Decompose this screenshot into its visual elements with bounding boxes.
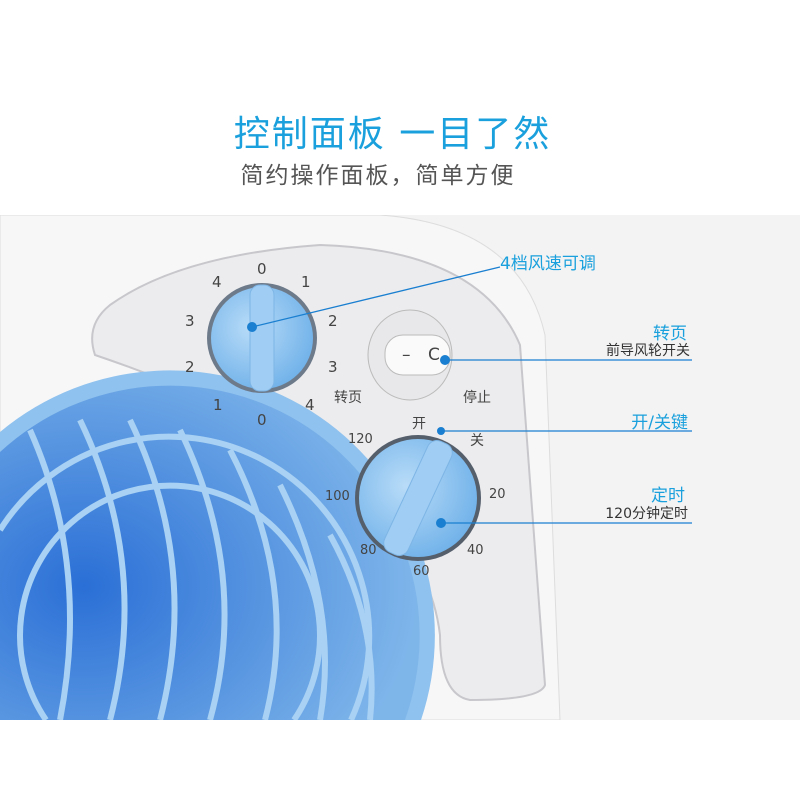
callout-speed: 4档风速可调: [500, 254, 596, 274]
speed-tick: 2: [328, 312, 338, 330]
rocker-left-mark[interactable]: –: [402, 345, 411, 365]
fan-guard: [0, 385, 420, 720]
callout-timer-title: 定时: [651, 486, 685, 506]
callout-timer-subtitle: 120分钟定时: [605, 506, 688, 522]
timer-tick: 20: [489, 487, 506, 502]
callout-dots: [247, 322, 450, 528]
callout-rotate-subtitle: 前导风轮开关: [606, 343, 690, 359]
speed-tick: 4: [305, 396, 315, 414]
page-title: 控制面板 一目了然: [233, 114, 552, 155]
fan-grille: [0, 418, 375, 720]
timer-off-label: 关: [470, 433, 484, 449]
stop-label: 停止: [463, 390, 491, 406]
timer-tick: 100: [325, 489, 350, 504]
page-subtitle: 简约操作面板，简单方便: [240, 163, 516, 189]
timer-on-label: 开: [412, 416, 426, 432]
speed-tick: 4: [212, 273, 222, 291]
speed-tick: 1: [301, 273, 311, 291]
fan-control-panel-photo: 4 0 1 3 2 1 2 3 4 0 – C 转页 停止 开 关 120 10…: [0, 215, 800, 720]
speed-tick: 1: [213, 396, 223, 414]
speed-tick: 3: [328, 358, 338, 376]
timer-tick: 60: [413, 564, 430, 579]
callout-lines: [251, 266, 692, 524]
callout-rotate-title: 转页: [653, 324, 687, 344]
speed-tick: 2: [185, 358, 195, 376]
rocker-right-mark[interactable]: C: [428, 345, 440, 365]
timer-tick: 40: [467, 543, 484, 558]
timer-tick: 120: [348, 432, 373, 447]
speed-tick: 3: [185, 312, 195, 330]
speed-tick: 0: [257, 260, 267, 278]
callout-power: 开/关键: [631, 413, 688, 433]
speed-knob: [207, 283, 317, 393]
fan-illustration: [0, 215, 692, 720]
rocker-switch: [367, 309, 453, 401]
timer-tick: 80: [360, 543, 377, 558]
rotate-label: 转页: [334, 390, 362, 406]
speed-tick: 0: [257, 411, 267, 429]
timer-knob: [355, 435, 481, 561]
